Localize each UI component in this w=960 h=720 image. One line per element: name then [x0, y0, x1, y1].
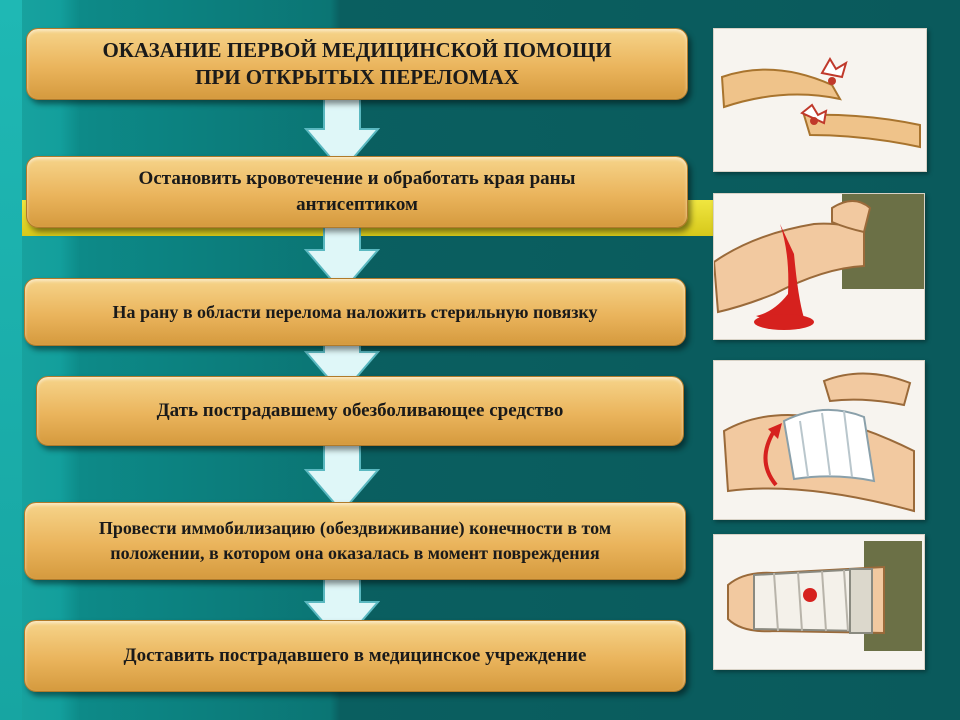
step-text: На рану в области перелома наложить стер…	[112, 301, 598, 322]
title-box: ОКАЗАНИЕ ПЕРВОЙ МЕДИЦИНСКОЙ ПОМОЩИ ПРИ О…	[26, 28, 688, 100]
title-line-1: ОКАЗАНИЕ ПЕРВОЙ МЕДИЦИНСКОЙ ПОМОЩИ	[102, 37, 612, 62]
broken-bone-icon	[713, 28, 927, 172]
step-box-transport: Доставить пострадавшего в медицинское уч…	[24, 620, 686, 692]
down-arrow-icon	[304, 96, 380, 173]
step-text: Дать пострадавшему обезболивающее средст…	[156, 400, 564, 421]
step-text: Остановить кровотечение и обработать кра…	[138, 168, 576, 190]
step-box-stop-bleeding: Остановить кровотечение и обработать кра…	[26, 156, 688, 228]
step-box-immobilization: Провести иммобилизацию (обездвиживание) …	[24, 502, 686, 580]
splinted-limb-icon	[713, 534, 925, 670]
title-line-2: ПРИ ОТКРЫТЫХ ПЕРЕЛОМАХ	[195, 65, 519, 89]
background-stripe	[0, 0, 22, 720]
step-text: Провести иммобилизацию (обездвиживание) …	[98, 517, 612, 538]
bandaging-icon	[713, 360, 925, 520]
step-text: Доставить пострадавшего в медицинское уч…	[123, 645, 587, 666]
step-box-painkiller: Дать пострадавшему обезболивающее средст…	[36, 376, 684, 446]
step-text: положении, в котором она оказалась в мом…	[110, 543, 600, 563]
step-text: антисептиком	[296, 194, 418, 215]
step-box-bandage: На рану в области перелома наложить стер…	[24, 278, 686, 346]
bleeding-arm-icon	[713, 193, 925, 340]
